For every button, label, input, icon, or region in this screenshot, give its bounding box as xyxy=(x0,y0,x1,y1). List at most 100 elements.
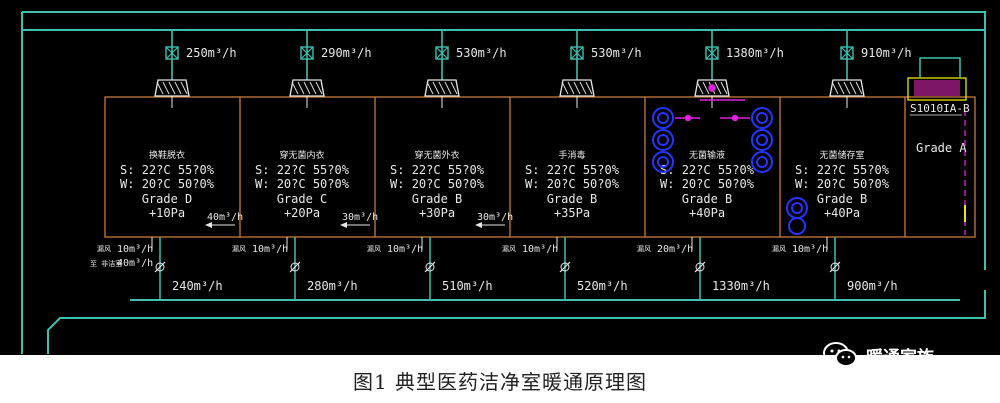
diffuser-icon xyxy=(559,79,595,97)
exhaust-damper-body xyxy=(425,262,435,272)
diffuser-vane xyxy=(168,81,176,95)
leak-flow-label: 10m³/h xyxy=(522,244,558,255)
room-name: 换鞋脱衣 xyxy=(149,149,185,161)
exhaust-damper-body xyxy=(830,262,840,272)
exhaust-damper-icon xyxy=(289,261,301,273)
leak-label: 漏风 xyxy=(502,244,516,253)
diffuser-vane xyxy=(849,81,857,95)
exhaust-flow-label: 900m³/h xyxy=(847,279,898,293)
exhaust-flow-label: 520m³/h xyxy=(577,279,628,293)
transfer-air-label: 40m³/h xyxy=(207,212,243,223)
supply-flow-label: 290m³/h xyxy=(321,46,372,60)
watermark-text: 暖通家族 xyxy=(866,347,934,368)
diffuser-vane xyxy=(438,81,446,95)
damper-icon xyxy=(705,46,719,60)
transfer-air-label: 30m³/h xyxy=(477,212,513,223)
room-grade: Grade B xyxy=(547,192,598,206)
diffuser-vane xyxy=(696,81,704,95)
damper-blade xyxy=(435,46,449,60)
diffuser-vane xyxy=(180,81,188,95)
diffuser-vane xyxy=(309,81,317,95)
diffuser-vane xyxy=(579,81,587,95)
damper-icon xyxy=(165,46,179,60)
main-ducts xyxy=(21,11,986,354)
leak-flow-label: 20m³/h xyxy=(657,244,693,255)
room-pressure: +10Pa xyxy=(149,206,185,220)
diffuser-vane xyxy=(444,81,452,95)
exhaust-flow-label: 240m³/h xyxy=(172,279,223,293)
exhaust-damper-icon xyxy=(424,261,436,273)
room-grade: Grade B xyxy=(682,192,733,206)
diffuser-vane xyxy=(156,81,164,95)
diffuser-vane xyxy=(714,81,722,95)
diffuser-vane xyxy=(426,81,434,95)
summer-condition: S: 22?C 55?0% xyxy=(390,163,485,177)
diffuser-vane xyxy=(573,81,581,95)
leak-flow-label: 10m³/h xyxy=(387,244,423,255)
damper-blade xyxy=(705,46,719,60)
room-walls xyxy=(104,96,976,238)
winter-condition: W: 20?C 50?0% xyxy=(795,177,890,191)
exhaust-damper-body xyxy=(290,262,300,272)
summer-condition: S: 22?C 55?0% xyxy=(660,163,755,177)
exhaust-damper-icon xyxy=(559,261,571,273)
sterile-equipment xyxy=(652,107,808,235)
exhaust-damper-icon xyxy=(829,261,841,273)
transfer-arrowhead xyxy=(340,222,347,228)
wechat-icon xyxy=(823,342,857,367)
room-grade: Grade B xyxy=(817,192,868,206)
room-name: 穿无菌外衣 xyxy=(414,149,459,161)
diffuser-vane xyxy=(174,81,182,95)
leak-flow-label: 10m³/h xyxy=(252,244,288,255)
winter-condition: W: 20?C 50?0% xyxy=(120,177,215,191)
winter-condition: W: 20?C 50?0% xyxy=(660,177,755,191)
winter-condition: W: 20?C 50?0% xyxy=(525,177,620,191)
watermark: 暖通家族 xyxy=(822,337,972,373)
room-name: 穿无菌内衣 xyxy=(279,149,324,161)
transfer-arrowhead xyxy=(205,222,212,228)
transfer-arrowhead xyxy=(475,222,482,228)
summer-condition: S: 22?C 55?0% xyxy=(255,163,350,177)
exhaust-damper-body xyxy=(155,262,165,272)
diffuser-vane xyxy=(432,81,440,95)
diffuser-vane xyxy=(567,81,575,95)
exhaust-damper-body xyxy=(560,262,570,272)
cabinet-duct xyxy=(919,57,961,78)
summer-condition: S: 22?C 55?0% xyxy=(525,163,620,177)
diffuser-vane xyxy=(291,81,299,95)
room-grade: Grade B xyxy=(412,192,463,206)
diffuser-vane xyxy=(831,81,839,95)
summer-condition: S: 22?C 55?0% xyxy=(120,163,215,177)
winter-condition: W: 20?C 50?0% xyxy=(390,177,485,191)
diffuser-vane xyxy=(855,81,863,95)
diffuser-icon xyxy=(829,79,865,97)
extra-flow-label: 40m³/h xyxy=(117,258,153,269)
damper-icon xyxy=(570,46,584,60)
damper-blade xyxy=(570,46,584,60)
leak-label: 漏风 xyxy=(637,244,651,253)
cabinet-label: S1010IA-B xyxy=(910,102,970,115)
exhaust-damper-icon xyxy=(694,261,706,273)
diffuser-vane xyxy=(297,81,305,95)
exhaust-flow-label: 280m³/h xyxy=(307,279,358,293)
damper-icon xyxy=(300,46,314,60)
summer-condition: S: 22?C 55?0% xyxy=(795,163,890,177)
room-name: 无菌储存室 xyxy=(819,149,864,161)
supply-flow-label: 530m³/h xyxy=(591,46,642,60)
exhaust-damper-body xyxy=(695,262,705,272)
diffuser-icon xyxy=(154,79,190,97)
laminar-cabinet: S1010IA-B Grade A xyxy=(907,57,970,235)
magenta-piping xyxy=(675,84,750,122)
cabinet-filter xyxy=(914,80,960,96)
diffuser-icon xyxy=(694,79,730,97)
leak-label: 漏风 xyxy=(772,244,786,253)
diffuser-vane xyxy=(315,81,323,95)
diffuser-vane xyxy=(702,81,710,95)
room-name: 手消毒 xyxy=(558,149,585,161)
room-pressure: +20Pa xyxy=(284,206,320,220)
exhaust-flow-label: 1330m³/h xyxy=(712,279,770,293)
damper-icon xyxy=(435,46,449,60)
